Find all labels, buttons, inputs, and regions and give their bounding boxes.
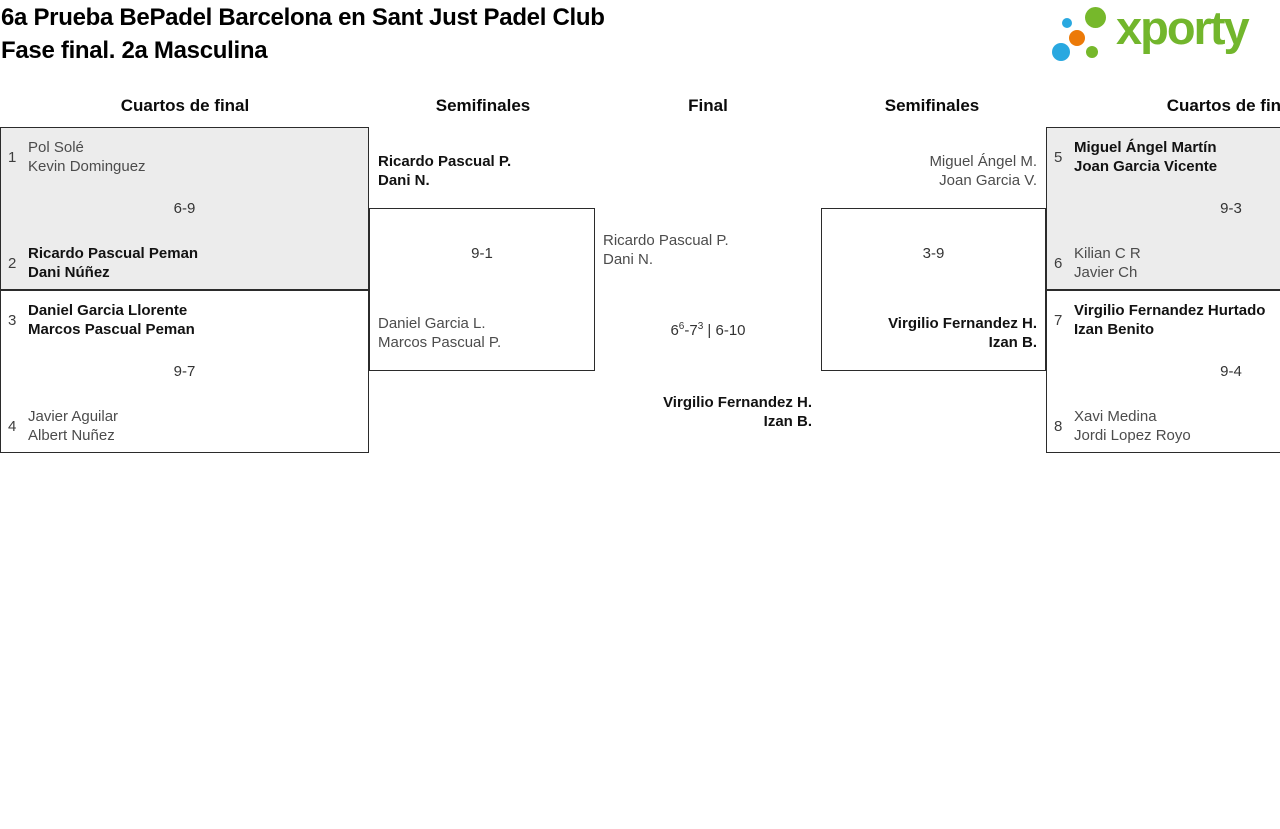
team-players: Pol Solé Kevin Dominguez bbox=[28, 138, 146, 176]
seed-number: 7 bbox=[1054, 311, 1063, 329]
team-row: 4 Javier Aguilar Albert Nuñez bbox=[8, 407, 118, 445]
player-name: Virgilio Fernandez Hurtado bbox=[1074, 302, 1266, 319]
player-name: Dani N. bbox=[603, 251, 654, 268]
match-score: 9-1 bbox=[471, 245, 493, 262]
team-players: Virgilio Fernandez Hurtado Izan Benito bbox=[1074, 301, 1265, 339]
logo-dot-orange-icon bbox=[1069, 30, 1085, 46]
player-name: Daniel Garcia L. bbox=[378, 315, 486, 332]
player-name: Izan B. bbox=[988, 334, 1037, 351]
player-name: Ricardo Pascual P. bbox=[603, 232, 729, 249]
match-box-qf4: 7 Virgilio Fernandez Hurtado Izan Benito… bbox=[1046, 290, 1280, 453]
round-header-semifinals-left: Semifinales bbox=[435, 96, 531, 115]
team-players: Ricardo Pascual P. Dani N. bbox=[603, 231, 729, 269]
player-name: Dani N. bbox=[378, 172, 430, 189]
match-score: 66-73 | 6-10 bbox=[595, 321, 821, 340]
xporty-logo[interactable]: xporty bbox=[1048, 0, 1280, 72]
match-score: 6-9 bbox=[173, 200, 196, 217]
team-players: Ricardo Pascual P. Dani N. bbox=[378, 152, 511, 190]
score-set1b-tiebreak: 3 bbox=[697, 321, 704, 332]
score-set1: 6 bbox=[670, 322, 679, 339]
team-players: Xavi Medina Jordi Lopez Royo bbox=[1074, 407, 1191, 445]
phase-category-subtitle: Fase final. 2a Masculina bbox=[1, 37, 268, 64]
tournament-title: 6a Prueba BePadel Barcelona en Sant Just… bbox=[1, 1, 605, 67]
player-name: Jordi Lopez Royo bbox=[1074, 427, 1191, 444]
player-name: Ricardo Pascual Peman bbox=[28, 245, 199, 262]
score-set1-tiebreak: 6 bbox=[678, 321, 685, 332]
tournament-name: 6a Prueba BePadel Barcelona en Sant Just… bbox=[1, 4, 605, 31]
player-name: Miguel Ángel Martín bbox=[1074, 139, 1217, 156]
team-players: Virgilio Fernandez H. Izan B. bbox=[663, 393, 812, 431]
team-players: Virgilio Fernandez H. Izan B. bbox=[888, 314, 1037, 352]
seed-number: 6 bbox=[1054, 254, 1063, 272]
logo-dot-green-big-icon bbox=[1085, 7, 1106, 28]
team-players: Miguel Ángel Martín Joan Garcia Vicente bbox=[1074, 138, 1217, 176]
seed-number: 8 bbox=[1054, 417, 1063, 435]
round-header-quarterfinals-right: Cuartos de final bbox=[1166, 96, 1280, 115]
final-match: Ricardo Pascual P. Dani N. 66-73 | 6-10 … bbox=[595, 208, 821, 438]
player-name: Ricardo Pascual P. bbox=[378, 153, 512, 170]
score-set2: | 6-10 bbox=[703, 322, 746, 339]
match-score: 9-7 bbox=[173, 363, 196, 380]
player-name: Izan Benito bbox=[1074, 321, 1155, 338]
team-players: Miguel Ángel M. Joan Garcia V. bbox=[929, 152, 1037, 190]
round-header-quarterfinals-left: Cuartos de final bbox=[120, 96, 250, 115]
player-name: Xavi Medina bbox=[1074, 408, 1157, 425]
match-score: 3-9 bbox=[922, 245, 945, 262]
team-row: 5 Miguel Ángel Martín Joan Garcia Vicent… bbox=[1054, 138, 1217, 176]
seed-number: 3 bbox=[8, 311, 17, 329]
player-name: Kilian C R bbox=[1074, 245, 1141, 262]
logo-dot-blue-big-icon bbox=[1052, 43, 1070, 61]
player-name: Kevin Dominguez bbox=[28, 158, 146, 175]
match-score: 9-3 bbox=[1220, 200, 1242, 217]
score-set1b: -7 bbox=[684, 322, 698, 339]
player-name: Marcos Pascual Peman bbox=[28, 321, 195, 338]
player-name: Joan Garcia Vicente bbox=[1074, 158, 1218, 175]
team-players: Daniel Garcia L. Marcos Pascual P. bbox=[378, 314, 501, 352]
round-header-semifinals-right: Semifinales bbox=[884, 96, 980, 115]
player-name: Joan Garcia V. bbox=[939, 172, 1037, 189]
team-players: Javier Aguilar Albert Nuñez bbox=[28, 407, 118, 445]
seed-number: 4 bbox=[8, 417, 17, 435]
seed-number: 1 bbox=[8, 148, 17, 166]
team-players: Daniel Garcia Llorente Marcos Pascual Pe… bbox=[28, 301, 195, 339]
player-name: Miguel Ángel M. bbox=[929, 153, 1037, 170]
team-row: 8 Xavi Medina Jordi Lopez Royo bbox=[1054, 407, 1191, 445]
match-box-qf2: 3 Daniel Garcia Llorente Marcos Pascual … bbox=[0, 290, 369, 453]
logo-wordmark: xporty bbox=[1116, 1, 1250, 54]
match-box-qf1: 1 Pol Solé Kevin Dominguez 6-9 2 Ricardo… bbox=[0, 127, 369, 290]
match-score: 9-4 bbox=[1220, 363, 1242, 380]
player-name: Izan B. bbox=[763, 413, 812, 430]
player-name: Virgilio Fernandez H. bbox=[663, 394, 812, 411]
player-name: Javier Aguilar bbox=[28, 408, 119, 425]
match-box-sf-left: Ricardo Pascual P. Dani N. 9-1 Daniel Ga… bbox=[369, 153, 595, 371]
seed-number: 5 bbox=[1054, 148, 1063, 166]
team-players: Kilian C R Javier Ch bbox=[1074, 244, 1141, 282]
team-row: 6 Kilian C R Javier Ch bbox=[1054, 244, 1141, 282]
player-name: Dani Núñez bbox=[28, 264, 110, 281]
round-header-final: Final bbox=[688, 96, 728, 115]
logo-dot-blue-small-icon bbox=[1062, 18, 1072, 28]
player-name: Albert Nuñez bbox=[28, 427, 115, 444]
team-row: 1 Pol Solé Kevin Dominguez bbox=[8, 138, 146, 176]
seed-number: 2 bbox=[8, 254, 17, 272]
logo-dot-green-small-icon bbox=[1086, 46, 1098, 58]
player-name: Pol Solé bbox=[28, 139, 84, 156]
team-players: Ricardo Pascual Peman Dani Núñez bbox=[28, 244, 198, 282]
team-row: 3 Daniel Garcia Llorente Marcos Pascual … bbox=[8, 301, 195, 339]
player-name: Daniel Garcia Llorente bbox=[28, 302, 188, 319]
player-name: Marcos Pascual P. bbox=[378, 334, 502, 351]
match-box-qf3: 5 Miguel Ángel Martín Joan Garcia Vicent… bbox=[1046, 127, 1280, 290]
player-name: Javier Ch bbox=[1074, 264, 1138, 281]
team-row: 7 Virgilio Fernandez Hurtado Izan Benito bbox=[1054, 301, 1265, 339]
player-name: Virgilio Fernandez H. bbox=[888, 315, 1037, 332]
match-box-sf-right: Miguel Ángel M. Joan Garcia V. 3-9 Virgi… bbox=[821, 153, 1046, 371]
team-row: 2 Ricardo Pascual Peman Dani Núñez bbox=[8, 244, 198, 282]
